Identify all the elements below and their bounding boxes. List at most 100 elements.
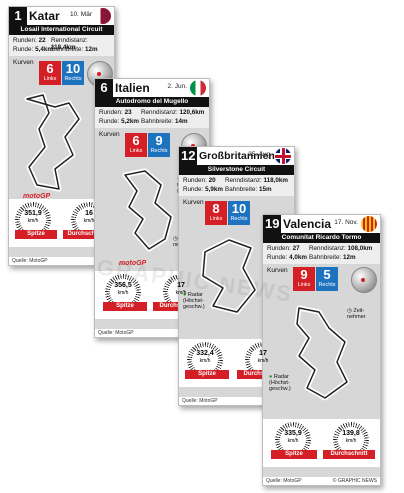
top-speed-unit: km/h <box>199 358 211 364</box>
laps-label: Runden: <box>267 245 291 252</box>
round-number: 6 <box>95 79 113 97</box>
circuit-name: Losail International Circuit <box>9 25 114 35</box>
circuit-name: Silverstone Circuit <box>179 165 294 175</box>
race-date: 17. Nov. <box>334 219 358 226</box>
top-speed-label: Spitze <box>103 302 147 311</box>
circuit-stats: Runden: 22 Renndistanz: 118,4km Runde: 5… <box>9 35 114 56</box>
width-value: 12m <box>84 46 98 53</box>
right-corners-badge: 10 Rechts <box>228 201 250 225</box>
card-header: 1 Katar 10. Mär <box>9 7 114 25</box>
width-value: 15m <box>258 186 272 193</box>
circuit-name: Comunitat Ricardo Tormo <box>263 233 380 243</box>
lap-length-label: Runde: <box>13 46 34 53</box>
width-label: Bahnbreite: <box>141 118 174 125</box>
lap-length-label: Runde: <box>183 186 204 193</box>
laps-label: Runden: <box>13 37 37 44</box>
lap-length-value: 5,2km <box>121 118 139 125</box>
card-footer: Quelle: MotoGP <box>179 397 294 405</box>
distance-value: 108,0km <box>347 245 373 252</box>
avg-speed-label: Durchschnitt <box>63 230 109 239</box>
top-speed-unit: km/h <box>27 218 39 224</box>
width-value: 12m <box>342 254 356 261</box>
distance-label: Renndistanz: <box>51 37 88 44</box>
circuit-name: Autodromo del Mugello <box>95 97 209 107</box>
avg-speed-value: 139,8 <box>342 430 360 437</box>
stopwatch-icon: ◷ <box>173 236 178 242</box>
right-corners-count: 10 <box>231 201 247 216</box>
source-text: Quelle: MotoGP <box>12 258 48 264</box>
race-date: 25. Aug. <box>248 151 272 158</box>
card-valencia: 19 Valencia 17. Nov. Comunitat Ricardo T… <box>262 214 381 486</box>
italy-flag-icon <box>190 80 206 96</box>
right-label: Rechts <box>230 216 248 222</box>
laps-value: 23 <box>124 109 132 116</box>
distance-label: Renndistanz: <box>225 177 262 184</box>
country-name: Katar <box>29 9 60 23</box>
valencia-track-map <box>294 305 350 401</box>
width-label: Bahnbreite: <box>225 186 258 193</box>
avg-speed-unit: km/h <box>83 218 95 224</box>
right-label: Rechts <box>64 76 82 82</box>
distance-label: Renndistanz: <box>309 245 346 252</box>
left-corners-badge: 8 Links <box>205 201 227 225</box>
round-number: 19 <box>263 215 282 233</box>
copyright-text: © GRAPHIC NEWS <box>332 478 377 484</box>
right-corners-count: 10 <box>65 61 81 76</box>
motogp-logo: motoGP <box>119 260 147 267</box>
avg-speed-value: 17 <box>177 282 185 289</box>
distance-value: 120,6km <box>179 109 205 116</box>
right-corners-badge: 9 Rechts <box>148 133 170 157</box>
circuit-stats: Runden: 20 Renndistanz: 118,0km Runde: 5… <box>179 175 294 196</box>
radar-label: ● Radar (Höchst- geschw.) <box>269 374 291 392</box>
avg-speed-unit: km/h <box>345 438 357 444</box>
avg-speed-label: Durchschnitt <box>323 450 375 459</box>
card-header: 19 Valencia 17. Nov. <box>263 215 380 233</box>
distance-value: 118,4km <box>51 44 76 51</box>
lap-length-value: 5,9km <box>205 186 223 193</box>
lap-length-value: 5,4km <box>35 46 53 53</box>
qatar-flag-icon <box>95 8 111 24</box>
country-name: Großbritannien <box>199 150 275 162</box>
top-speed-value: 335,9 <box>284 430 302 437</box>
left-corners-badge: 6 Links <box>125 133 147 157</box>
losail-track-map <box>24 92 82 192</box>
round-number: 12 <box>179 147 198 165</box>
left-corners-badge: 6 Links <box>39 61 61 85</box>
left-corners-count: 9 <box>300 267 308 282</box>
corners-label: Kurven <box>267 267 288 274</box>
left-label: Links <box>209 216 223 222</box>
source-text: Quelle: MotoGP <box>266 478 302 484</box>
lap-length-value: 4,0km <box>289 254 307 261</box>
card-footer: Quelle: MotoGP <box>95 329 209 337</box>
left-corners-badge: 9 Links <box>293 267 315 291</box>
circuit-stats: Runden: 27 Renndistanz: 108,0km Runde: 4… <box>263 243 380 264</box>
card-katar: 1 Katar 10. Mär Losail International Cir… <box>8 6 115 266</box>
top-speed-value: 332,4 <box>196 350 214 357</box>
distance-value: 118,0km <box>263 177 289 184</box>
race-date: 2. Jun. <box>167 83 187 90</box>
radar-label: ● Radar (Höchst- geschw.) <box>183 292 205 310</box>
left-corners-count: 6 <box>46 61 54 76</box>
left-label: Links <box>129 148 143 154</box>
card-header: 6 Italien 2. Jun. <box>95 79 209 97</box>
left-corners-count: 8 <box>212 201 220 216</box>
laps-label: Runden: <box>183 177 207 184</box>
corners-label: Kurven <box>183 199 204 206</box>
width-value: 14m <box>174 118 188 125</box>
left-label: Links <box>43 76 57 82</box>
right-label: Rechts <box>150 148 168 154</box>
race-date: 10. Mär <box>69 11 92 18</box>
mugello-track-map <box>122 168 174 252</box>
card-footer: Quelle: MotoGP © GRAPHIC NEWS <box>263 477 380 485</box>
avg-speed-value: 16 <box>85 210 93 217</box>
uk-flag-icon <box>275 148 291 164</box>
silverstone-track-map <box>200 237 258 315</box>
left-label: Links <box>297 282 311 288</box>
circuit-stats: Runden: 23 Renndistanz: 120,6km Runde: 5… <box>95 107 209 128</box>
top-speed-value: 356,5 <box>114 282 132 289</box>
width-label: Bahnbreite: <box>309 254 342 261</box>
laps-value: 27 <box>292 245 300 252</box>
top-speed-unit: km/h <box>287 438 299 444</box>
speed-panel: 335,9 km/h 139,8 km/h Spitze Durchschnit… <box>263 419 380 467</box>
timekeeper-label: ◷ Zeit- nehmer <box>347 308 366 320</box>
